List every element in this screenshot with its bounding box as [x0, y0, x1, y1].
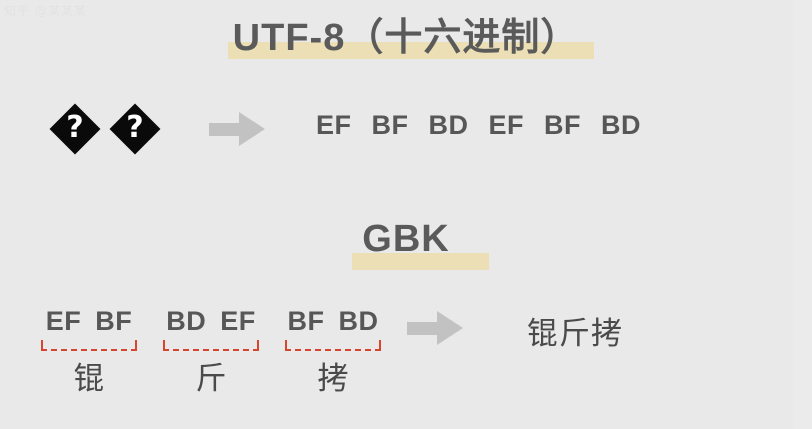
arrow-stem — [407, 322, 440, 335]
hex-byte: BD — [428, 110, 469, 140]
byte-group-2-bytes: BD EF — [166, 306, 256, 337]
watermark: 知乎 @某某某 — [4, 4, 87, 18]
question-mark-glyph-1: ? — [66, 110, 84, 145]
hex-byte: BD — [338, 306, 379, 336]
utf8-heading: UTF-8（十六进制） — [0, 6, 812, 61]
hex-byte: EF — [45, 306, 82, 336]
replacement-character-icon-1: ? — [49, 103, 101, 155]
group-bracket-3 — [285, 340, 381, 351]
replacement-character-group: ? ? — [49, 103, 161, 155]
replacement-character-icon-2: ? — [109, 103, 161, 155]
byte-group-3-bytes: BF BD — [288, 306, 379, 337]
utf8-heading-highlight — [228, 42, 594, 59]
gbk-heading-highlight — [352, 253, 489, 270]
group-bracket-2 — [163, 340, 259, 351]
group-bracket-1 — [41, 340, 137, 351]
byte-group-1-bytes: EF BF — [46, 306, 133, 337]
arrow-right-icon-gbk — [407, 311, 463, 345]
hex-byte: BF — [287, 306, 325, 336]
utf8-hex-bytes: EF BF BD EF BF BD — [316, 110, 641, 141]
byte-group-3: BF BD 拷 — [280, 306, 386, 395]
utf8-heading-text: UTF-8（十六进制） — [232, 17, 580, 59]
hex-byte: EF — [220, 306, 256, 336]
hex-byte: BD — [166, 306, 207, 336]
decoded-character-3: 拷 — [317, 361, 349, 397]
hex-byte: EF — [316, 110, 352, 140]
arrow-right-icon-utf8 — [209, 112, 265, 146]
gbk-byte-groups: EF BF 锟 BD EF 斤 BF BD 拷 — [36, 306, 386, 395]
gbk-decoded-result: 锟斤拷 — [527, 316, 623, 352]
hex-byte: BF — [544, 110, 582, 140]
arrow-head — [239, 112, 265, 146]
byte-group-1: EF BF 锟 — [36, 306, 142, 395]
arrow-head — [437, 311, 463, 345]
question-mark-glyph-2: ? — [126, 110, 144, 145]
hex-byte: BF — [371, 110, 409, 140]
arrow-stem — [209, 123, 242, 136]
hex-byte: EF — [488, 110, 525, 140]
right-edge-band — [793, 0, 812, 429]
gbk-heading-text: GBK — [362, 218, 450, 260]
hex-byte: BF — [95, 306, 133, 336]
decoded-character-1: 锟 — [73, 361, 105, 397]
gbk-heading: GBK — [0, 218, 812, 270]
decoded-character-2: 斤 — [195, 361, 227, 397]
byte-group-2: BD EF 斤 — [158, 306, 264, 395]
hex-byte: BD — [601, 110, 642, 140]
